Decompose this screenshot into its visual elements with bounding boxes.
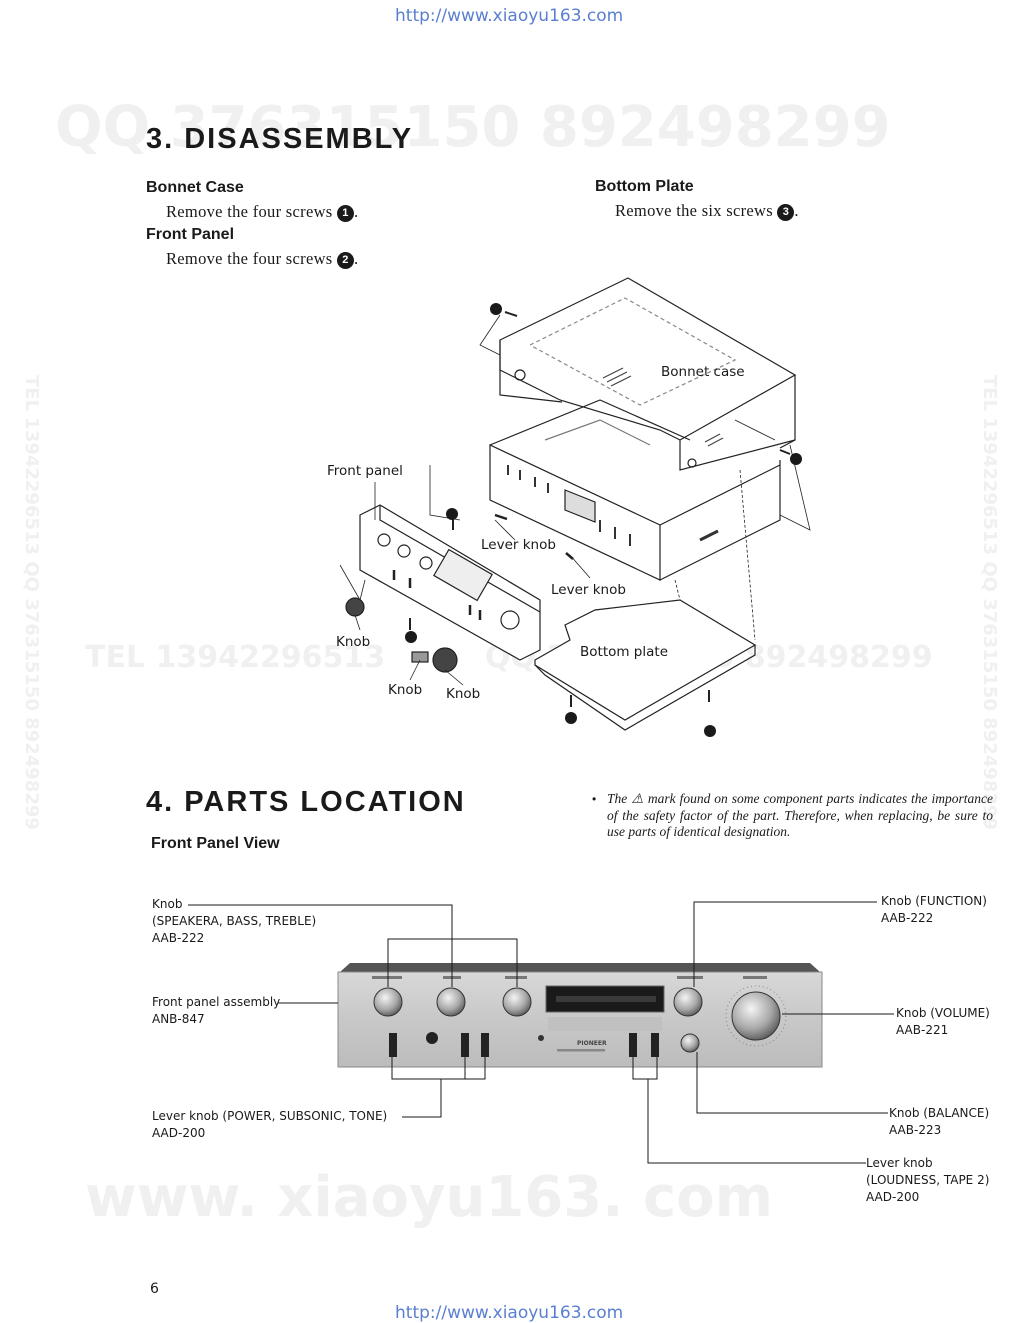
diagram-label-bonnet-case: Bonnet case: [661, 364, 745, 380]
disassembly-title: 3. DISASSEMBLY: [146, 123, 414, 155]
diagram-label-lever-knob-1: Lever knob: [481, 537, 556, 553]
watermark-qq-top: QQ 376315150 892498299: [55, 95, 891, 160]
note-bullet: •: [592, 792, 597, 806]
page-number: 6: [150, 1281, 159, 1297]
parts-location-title: 4. PARTS LOCATION: [146, 786, 466, 818]
marker-2-icon: 2: [336, 252, 354, 269]
callout-knob-balance: Knob (BALANCE) AAB-223: [889, 1106, 990, 1137]
diagram-label-knob-3: Knob: [446, 686, 481, 702]
diagram-label-knob-2: Knob: [388, 682, 423, 698]
panel-brand-text: PIONEER: [577, 1040, 607, 1047]
callout-lever-knob-power: Lever knob (POWER, SUBSONIC, TONE) AAD-2…: [152, 1109, 388, 1140]
front-panel-text: Remove the four screws 2.: [166, 249, 359, 269]
front-panel-heading: Front Panel: [146, 226, 235, 243]
header-url-link[interactable]: http://www.xiaoyu163.com: [395, 6, 624, 26]
footer-url-link[interactable]: http://www.xiaoyu163.com: [395, 1303, 624, 1323]
callout-front-panel-assembly: Front panel assembly ANB-847: [152, 995, 281, 1026]
front-panel-view-subtitle: Front Panel View: [151, 835, 280, 852]
callout-lever-knob-loudness: Lever knob (LOUDNESS, TAPE 2) AAD-200: [866, 1156, 990, 1204]
marker-1-icon: 1: [336, 205, 354, 222]
callout-knob-volume: Knob (VOLUME) AAB-221: [896, 1006, 990, 1037]
safety-note: The ⚠ mark found on some component parts…: [607, 791, 993, 839]
bottom-plate-text: Remove the six screws 3.: [615, 201, 799, 221]
marker-3-icon: 3: [777, 204, 795, 221]
watermark-site: www. xiaoyu163. com: [85, 1165, 774, 1230]
diagram-label-lever-knob-2: Lever knob: [551, 582, 626, 598]
callout-knob-tone: Knob (SPEAKERA, BASS, TREBLE) AAB-222: [152, 897, 317, 945]
diagram-label-bottom-plate: Bottom plate: [580, 644, 669, 660]
bonnet-case-text: Remove the four screws 1.: [166, 202, 359, 222]
callout-knob-function: Knob (FUNCTION) AAB-222: [881, 894, 987, 925]
bonnet-case-heading: Bonnet Case: [146, 179, 244, 196]
diagram-label-front-panel: Front panel: [327, 463, 403, 479]
bottom-plate-heading: Bottom Plate: [595, 178, 694, 195]
watermark-tel: TEL 13942296513: [85, 640, 386, 675]
diagram-label-knob-1: Knob: [336, 634, 371, 650]
